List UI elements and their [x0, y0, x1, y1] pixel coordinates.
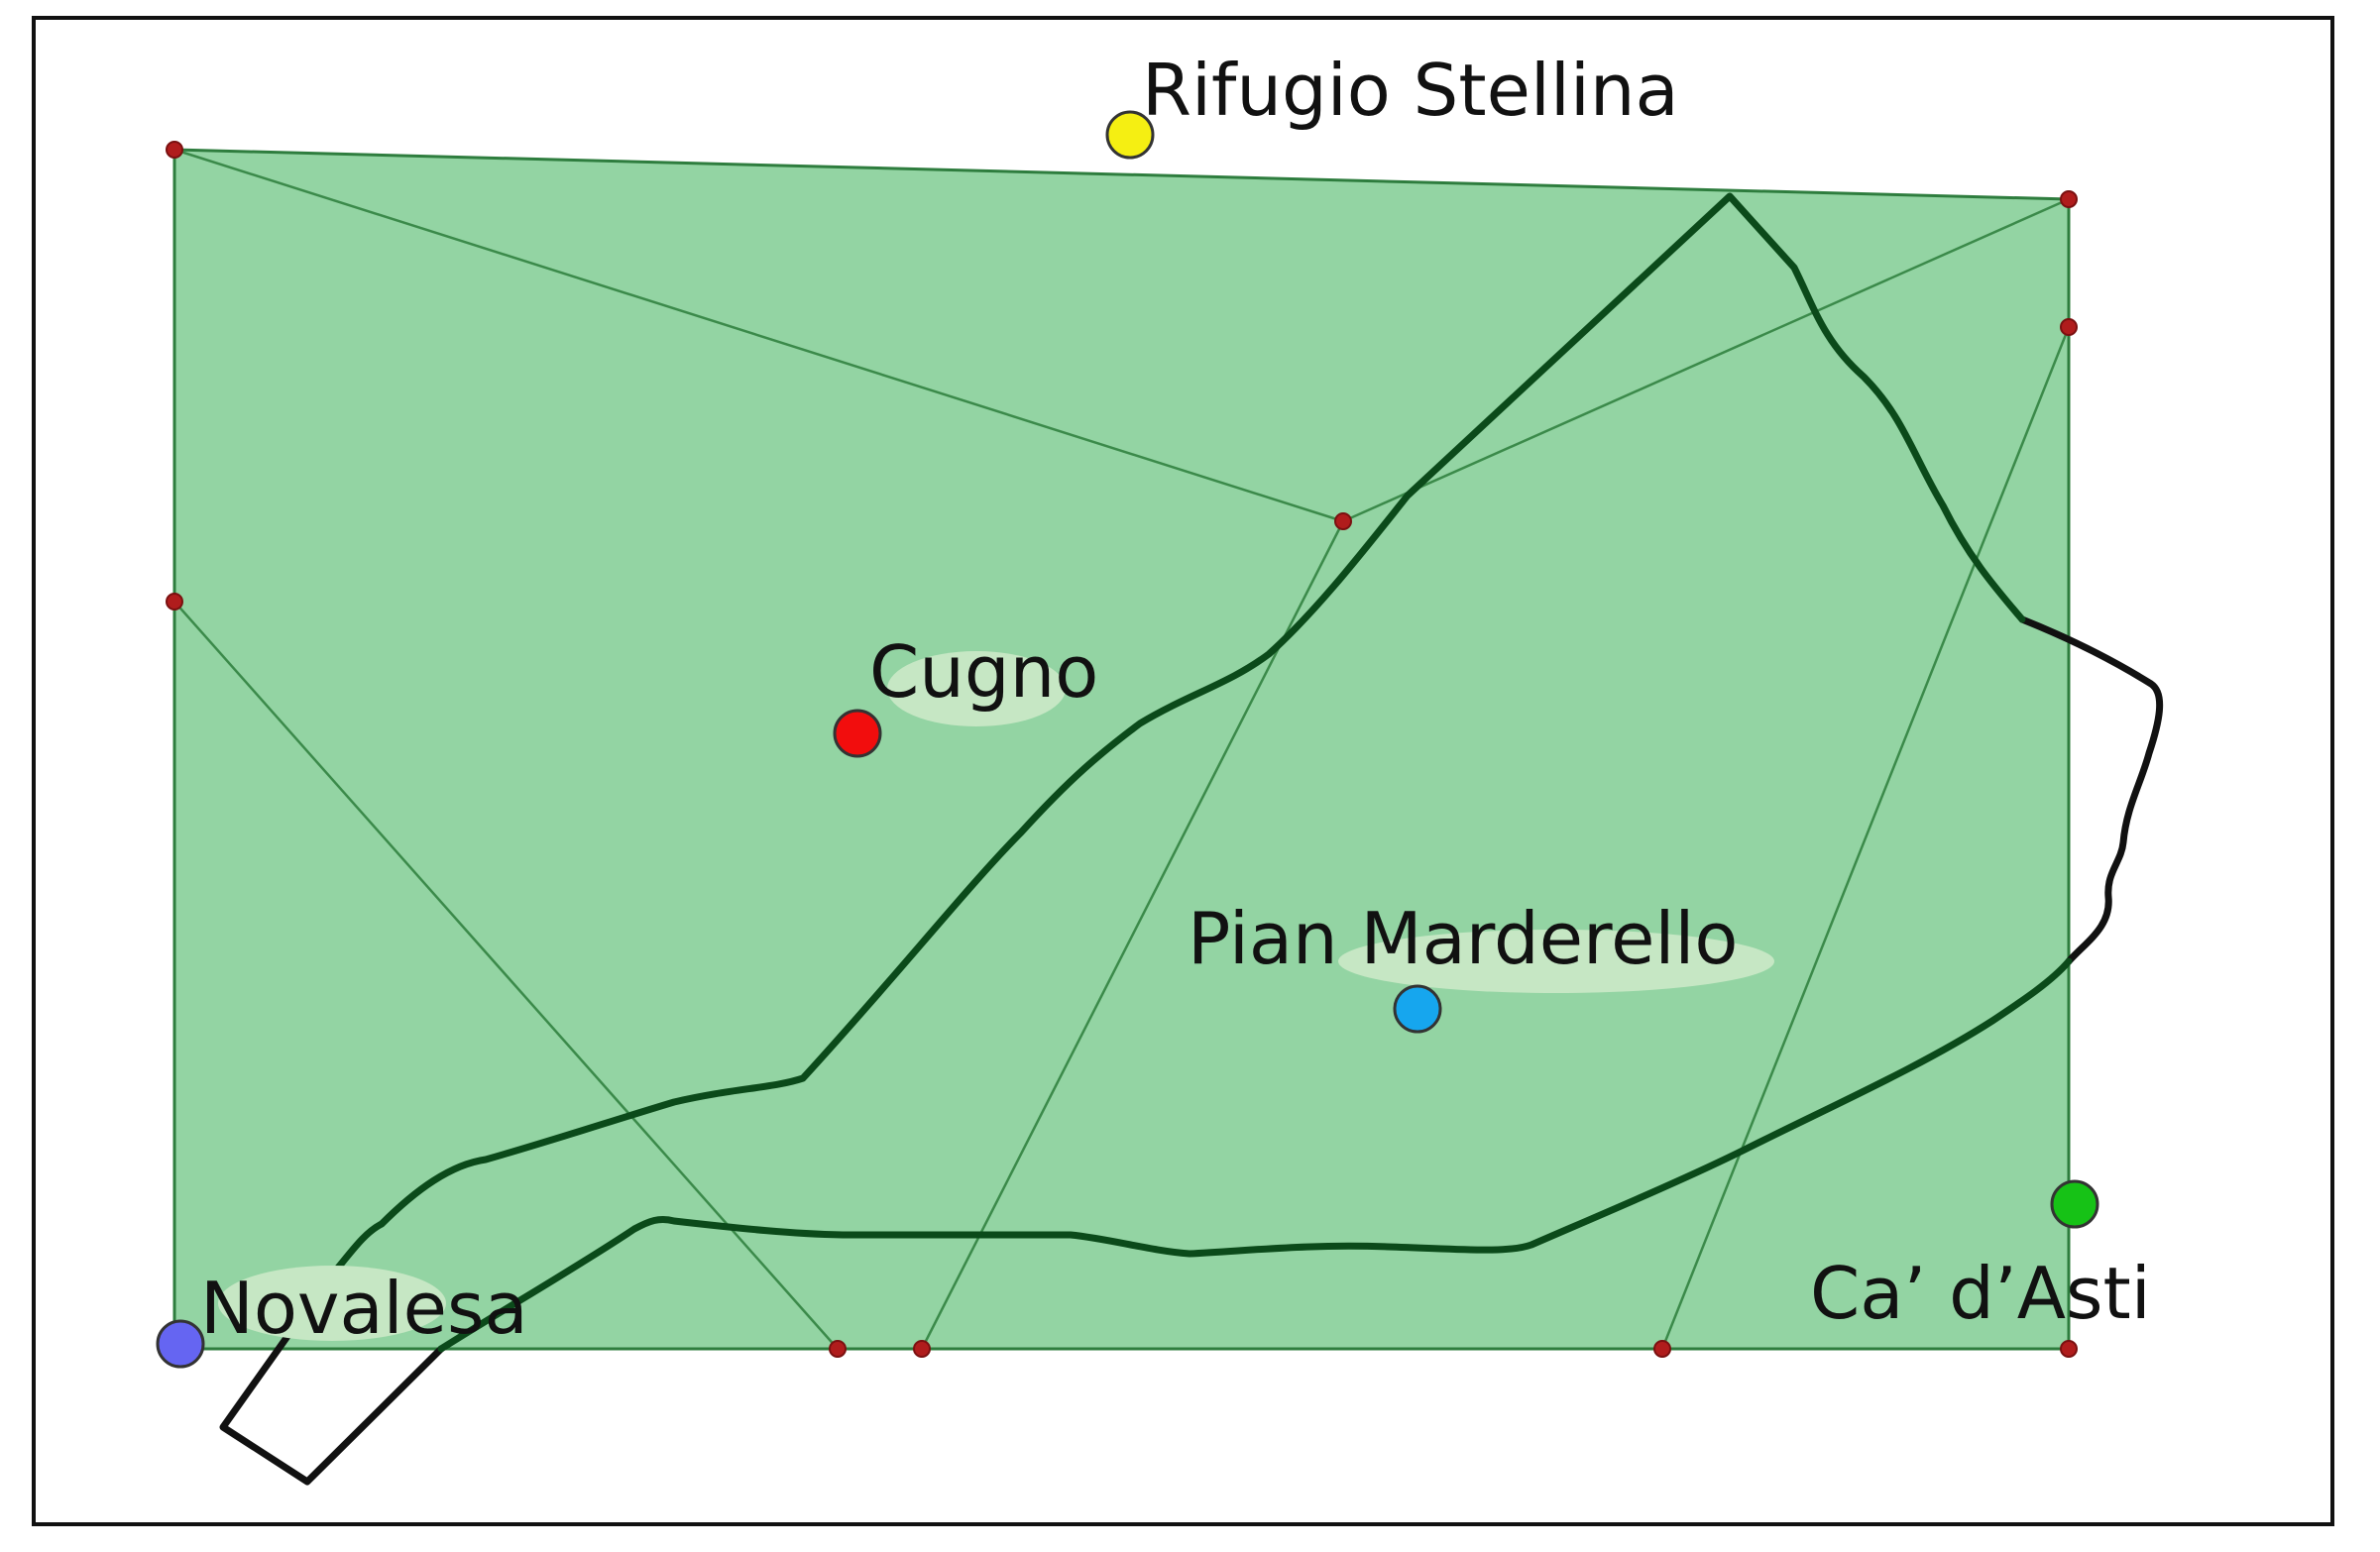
- place-rifugio-stellina: Rifugio Stellina: [1105, 49, 1679, 160]
- vertex-marker: [913, 1340, 931, 1358]
- label-halo-pian-marderello: [1338, 930, 1774, 993]
- triangulation-line: [1342, 197, 2070, 523]
- triangulation-line: [173, 148, 1344, 523]
- place-label: Rifugio Stellina: [1142, 49, 1679, 132]
- boundary-outline: [219, 615, 2164, 1486]
- place-marker: [156, 1319, 205, 1369]
- vertex-marker: [1334, 512, 1352, 530]
- label-halos: [218, 651, 1774, 1341]
- place-label: Cugno: [869, 630, 1098, 714]
- triangulation-vertices: [166, 141, 2078, 1358]
- vertex-marker: [2060, 1340, 2078, 1358]
- place-marker: [833, 709, 882, 758]
- route-valley: [437, 957, 2073, 1353]
- vertex-marker: [2060, 190, 2078, 208]
- vertex-marker: [166, 593, 183, 610]
- label-halo-novalesa: [218, 1266, 446, 1341]
- route-lines: [323, 192, 2073, 1353]
- label-halo-cugno: [887, 651, 1066, 726]
- place-pian-marderello: Pian Marderello: [1188, 897, 1738, 1034]
- triangulation-lines: [173, 148, 2071, 1350]
- place-marker: [1393, 984, 1442, 1034]
- place-marker: [1105, 110, 1155, 160]
- place-label: Pian Marderello: [1188, 897, 1738, 980]
- place-ca-dasti: Ca’ d’Asti: [1810, 1179, 2151, 1335]
- route-ascent: [323, 192, 2026, 1284]
- boundary-outline-southwest: [219, 1276, 445, 1486]
- place-label: Ca’ d’Asti: [1810, 1252, 2151, 1335]
- vertex-marker: [829, 1340, 847, 1358]
- place-cugno: Cugno: [833, 630, 1098, 758]
- place-novalesa: Novalesa: [156, 1267, 528, 1369]
- vertex-marker: [1653, 1340, 1671, 1358]
- boundary-outline-east: [2018, 615, 2164, 965]
- place-marker: [2050, 1179, 2099, 1229]
- place-label: Novalesa: [200, 1267, 528, 1350]
- triangulation-line: [920, 520, 1345, 1350]
- triangulation-line: [1660, 326, 2071, 1350]
- vertex-marker: [166, 141, 183, 159]
- vertex-marker: [2060, 318, 2078, 336]
